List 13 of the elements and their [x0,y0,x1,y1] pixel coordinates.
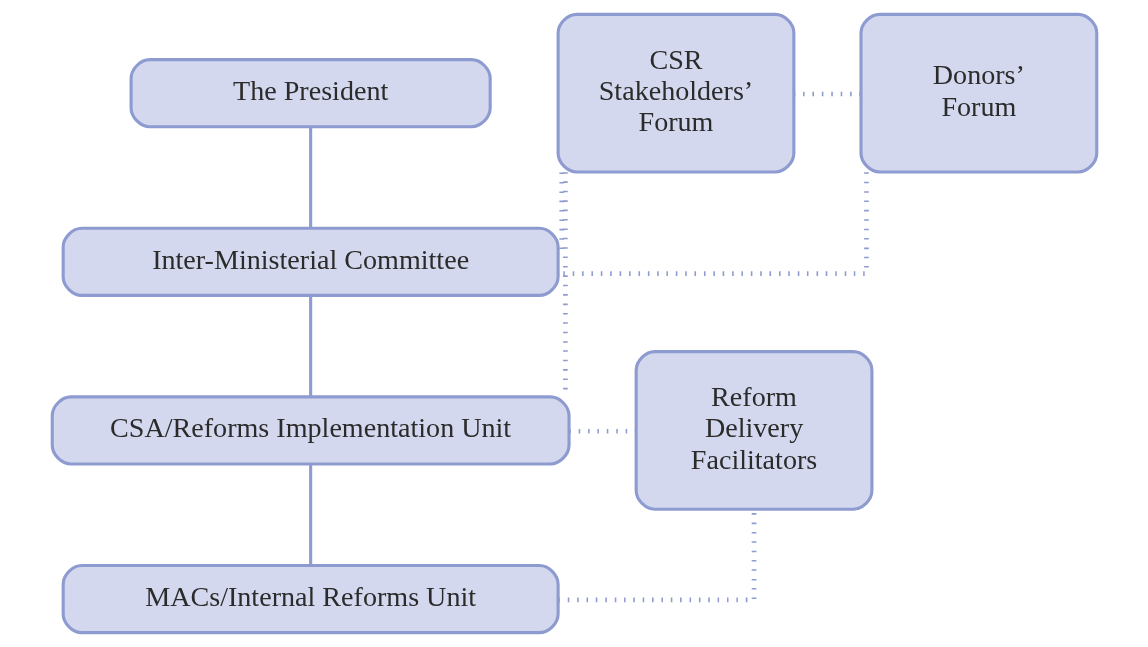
node-box: MACs/Internal Reforms Unit [61,563,560,635]
node-box: CSR Stakeholders’ Forum [556,12,795,174]
node-box: Inter-Ministerial Committee [61,226,560,297]
node-box: CSA/Reforms Implementation Unit [50,395,571,466]
node-box: The President [129,58,492,129]
node-box: Donors’ Forum [858,12,1098,174]
connector [558,172,869,276]
connector [308,126,312,229]
connector [793,91,861,97]
connector [308,295,312,397]
connector [308,464,312,566]
node-box: Reform Delivery Facilitators [634,350,873,511]
connector [568,428,636,434]
